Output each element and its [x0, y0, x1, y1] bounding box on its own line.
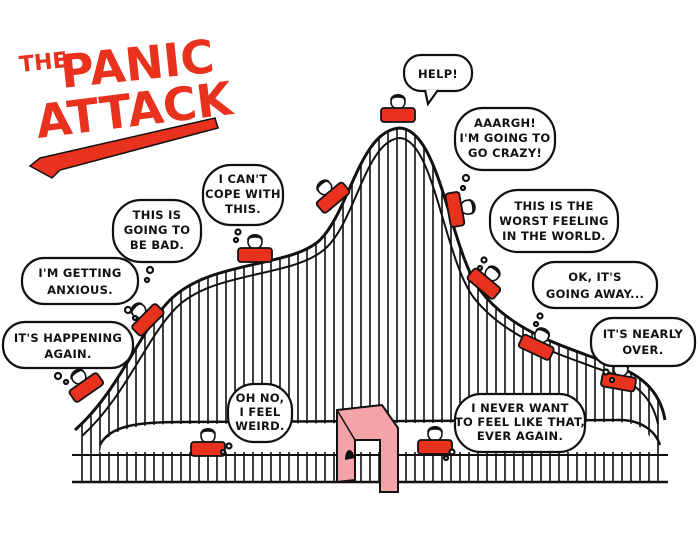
- coaster-car: [444, 191, 476, 228]
- rider-hair: [200, 428, 216, 434]
- title-underline-swoosh: [28, 117, 219, 179]
- bubble-line: IT'S NEARLY: [603, 327, 684, 341]
- title-small: THE: [18, 48, 69, 78]
- lower-track: [98, 418, 662, 446]
- bubble-i-cant-cope-with-this: I CAN'T COPE WITH THIS.: [201, 163, 285, 244]
- car-body: [444, 191, 466, 228]
- car-body: [68, 372, 104, 403]
- bubble-line: OK, IT'S: [568, 270, 621, 284]
- bubble-line: GO CRAZY!: [468, 146, 542, 160]
- coaster-car: [130, 302, 165, 337]
- coaster-car: [237, 234, 273, 263]
- bubble-line: THIS.: [225, 202, 261, 216]
- coaster-car: [315, 179, 351, 214]
- rider-hair: [487, 265, 501, 278]
- bubble-its-nearly-over: IT'S NEARLY OVER.: [589, 316, 697, 384]
- rider-hair: [316, 179, 330, 192]
- bubble-worst-feeling: THIS IS THE WORST FEELING IN THE WORLD.: [476, 188, 620, 272]
- coaster-car: [517, 327, 555, 361]
- bubble-line: COPE WITH: [205, 187, 281, 201]
- coaster-car: [417, 426, 453, 455]
- bubble-line: IT'S HAPPENING: [14, 331, 122, 345]
- bubble-its-happening-again: IT'S HAPPENING AGAIN.: [1, 320, 135, 386]
- bubble-line: TO FEEL LIKE THAT,: [455, 415, 585, 429]
- rider-hair: [70, 368, 85, 380]
- rider-hair: [390, 94, 406, 100]
- bubble-line: BE BAD.: [130, 238, 184, 252]
- car-body: [417, 439, 453, 455]
- coaster-car: [68, 368, 104, 403]
- rider-hair: [130, 302, 143, 315]
- bubble-line: GOING TO: [124, 223, 191, 237]
- bubble-im-getting-anxious: I'M GETTING ANXIOUS.: [20, 256, 140, 322]
- bubble-line: EVER AGAIN.: [477, 429, 563, 443]
- bubble-line: I'M GETTING: [38, 266, 121, 280]
- rider-hair: [427, 426, 443, 432]
- coaster-car: [190, 428, 226, 457]
- tunnel: [336, 403, 399, 493]
- bubble-ok-its-going-away: OK, IT'S GOING AWAY...: [531, 260, 659, 328]
- car-body: [131, 303, 165, 337]
- bubble-line: THIS IS THE: [514, 199, 593, 213]
- car-body: [600, 371, 637, 393]
- title: THE PANIC ATTACK: [18, 29, 237, 179]
- bubble-line: WEIRD.: [235, 419, 284, 433]
- rider-hair: [247, 234, 263, 240]
- car-body: [380, 107, 416, 123]
- coaster-car: [380, 94, 416, 123]
- bubble-line: OVER.: [622, 343, 663, 357]
- coaster-car: [466, 265, 502, 300]
- bubble-line: WORST FEELING: [499, 214, 609, 228]
- bubble-line: IN THE WORLD.: [502, 229, 606, 243]
- bubble-line: OH NO,: [236, 391, 285, 405]
- bubble-oh-no-i-feel-weird: OH NO, I FEEL WEIRD.: [219, 382, 294, 456]
- car-body: [237, 247, 273, 263]
- bubble-help: HELP!: [402, 53, 474, 107]
- hill-track: [74, 126, 667, 432]
- rider-hair: [535, 327, 551, 338]
- car-body: [315, 181, 351, 214]
- bubble-line: I CAN'T: [219, 172, 268, 186]
- bubble-line: AAARGH!: [474, 116, 536, 130]
- bubble-line: AGAIN.: [44, 347, 91, 361]
- bubble-line: THIS IS: [133, 208, 182, 222]
- car-body: [517, 333, 555, 361]
- bubble-aaargh: AAARGH! I'M GOING TO GO CRAZY!: [453, 106, 557, 192]
- bubble-line: I NEVER WANT: [471, 401, 569, 415]
- car-body: [190, 441, 226, 457]
- bubble-line: GOING AWAY...: [546, 287, 644, 301]
- bubble-line: I'M GOING TO: [459, 131, 550, 145]
- bubble-line: HELP!: [418, 67, 458, 81]
- bubble-line: I FEEL: [240, 405, 281, 419]
- bubble-line: ANXIOUS.: [47, 283, 113, 297]
- bubble-this-is-going-to-be-bad: THIS IS GOING TO BE BAD.: [111, 198, 203, 284]
- speech-bubbles: IT'S HAPPENING AGAIN. I'M GETTING ANXIOU…: [1, 53, 697, 462]
- bubble-i-never-want-to-feel-like-that: I NEVER WANT TO FEEL LIKE THAT, EVER AGA…: [442, 392, 587, 462]
- rider-hair: [468, 198, 476, 215]
- car-body: [466, 267, 502, 300]
